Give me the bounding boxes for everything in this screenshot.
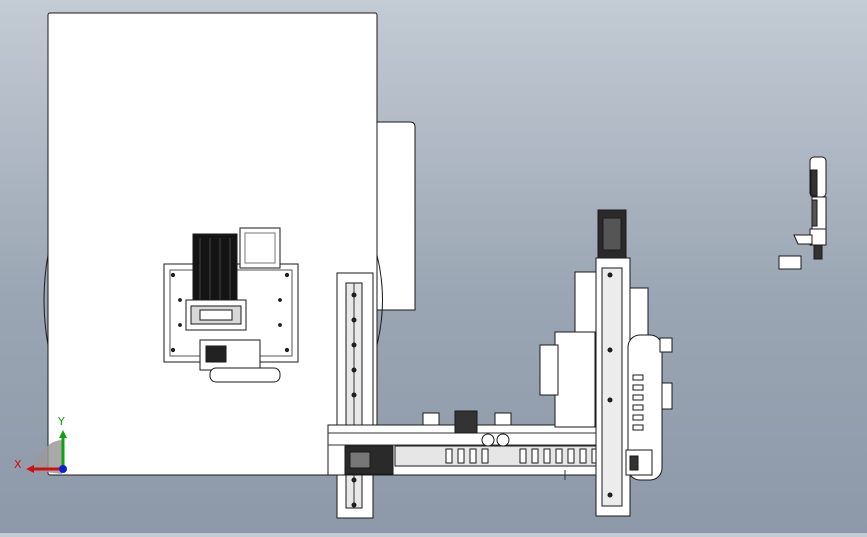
coordinate-triad: Y X [14,415,67,474]
rotary-base-left [43,254,49,346]
spindle-tool[interactable] [778,156,827,270]
z-column [539,209,673,517]
y-axis-label: Y [57,415,65,428]
x-axis-label: X [14,458,22,471]
rotary-base-right [376,254,383,346]
side-plate [376,121,416,311]
z-axis-dot [59,465,67,473]
vertical-rail [336,272,374,519]
horizontal-arm [327,410,649,480]
motor-assembly [163,227,299,383]
